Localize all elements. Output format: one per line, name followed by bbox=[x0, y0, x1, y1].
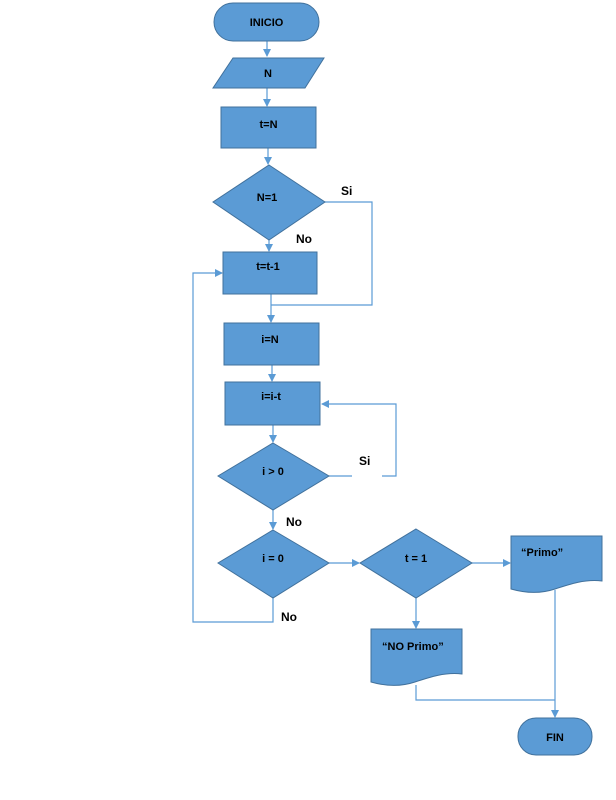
edge-label-n1-no: No bbox=[296, 232, 312, 246]
node-sub-i-label: i=i-t bbox=[261, 391, 281, 403]
process-shape bbox=[220, 106, 317, 149]
node-decision-ieq0: i = 0 bbox=[217, 529, 330, 599]
node-assign-t-label: t=N bbox=[259, 119, 277, 131]
terminator-shape bbox=[213, 2, 320, 42]
process-shape bbox=[224, 381, 321, 426]
node-decision-n1: N=1 bbox=[212, 164, 326, 241]
node-decision-t1-label: t = 1 bbox=[405, 553, 427, 565]
node-dec-t-label: t=t-1 bbox=[256, 261, 280, 273]
process-shape bbox=[222, 251, 318, 295]
decision-shape bbox=[359, 528, 473, 599]
node-sub-i: i=i-t bbox=[224, 381, 321, 426]
connector-ieq0-no-loop bbox=[192, 269, 274, 623]
node-output-noprimo-label: “NO Primo” bbox=[382, 641, 444, 653]
document-shape bbox=[370, 628, 463, 686]
node-decision-n1-label: N=1 bbox=[257, 192, 278, 204]
connector-noprimo-end bbox=[415, 685, 555, 701]
decision-shape bbox=[217, 529, 330, 599]
document-shape bbox=[510, 535, 603, 593]
node-start: INICIO bbox=[213, 2, 320, 42]
node-decision-igt0-label: i > 0 bbox=[262, 466, 284, 478]
connector-n1-yes bbox=[271, 201, 373, 306]
node-decision-igt0: i > 0 bbox=[217, 442, 330, 511]
node-output-primo: “Primo” bbox=[510, 535, 603, 593]
edge-label-igt0-yes: Si bbox=[359, 454, 370, 468]
node-output-noprimo: “NO Primo” bbox=[370, 628, 463, 686]
node-assign-t: t=N bbox=[220, 106, 317, 149]
node-input-n: N bbox=[212, 57, 325, 89]
node-dec-t: t=t-1 bbox=[222, 251, 318, 295]
decision-shape bbox=[217, 442, 330, 511]
node-end-label: FIN bbox=[546, 732, 564, 744]
node-decision-t1: t = 1 bbox=[359, 528, 473, 599]
edge-label-igt0-no: No bbox=[286, 515, 302, 529]
node-decision-ieq0-label: i = 0 bbox=[262, 553, 284, 565]
node-end: FIN bbox=[517, 717, 593, 756]
edge-label-n1-yes: Si bbox=[341, 184, 352, 198]
node-input-n-label: N bbox=[264, 68, 272, 80]
node-assign-i: i=N bbox=[223, 322, 320, 366]
decision-shape bbox=[212, 164, 326, 241]
parallelogram-shape bbox=[212, 57, 325, 89]
edge-label-ieq0-no: No bbox=[281, 610, 297, 624]
connector-igt0-yes-loop bbox=[321, 400, 397, 477]
node-output-primo-label: “Primo” bbox=[521, 547, 563, 559]
node-assign-i-label: i=N bbox=[261, 334, 278, 346]
process-shape bbox=[223, 322, 320, 366]
node-start-label: INICIO bbox=[250, 17, 284, 29]
terminator-shape bbox=[517, 717, 593, 756]
connectors bbox=[192, 41, 559, 718]
